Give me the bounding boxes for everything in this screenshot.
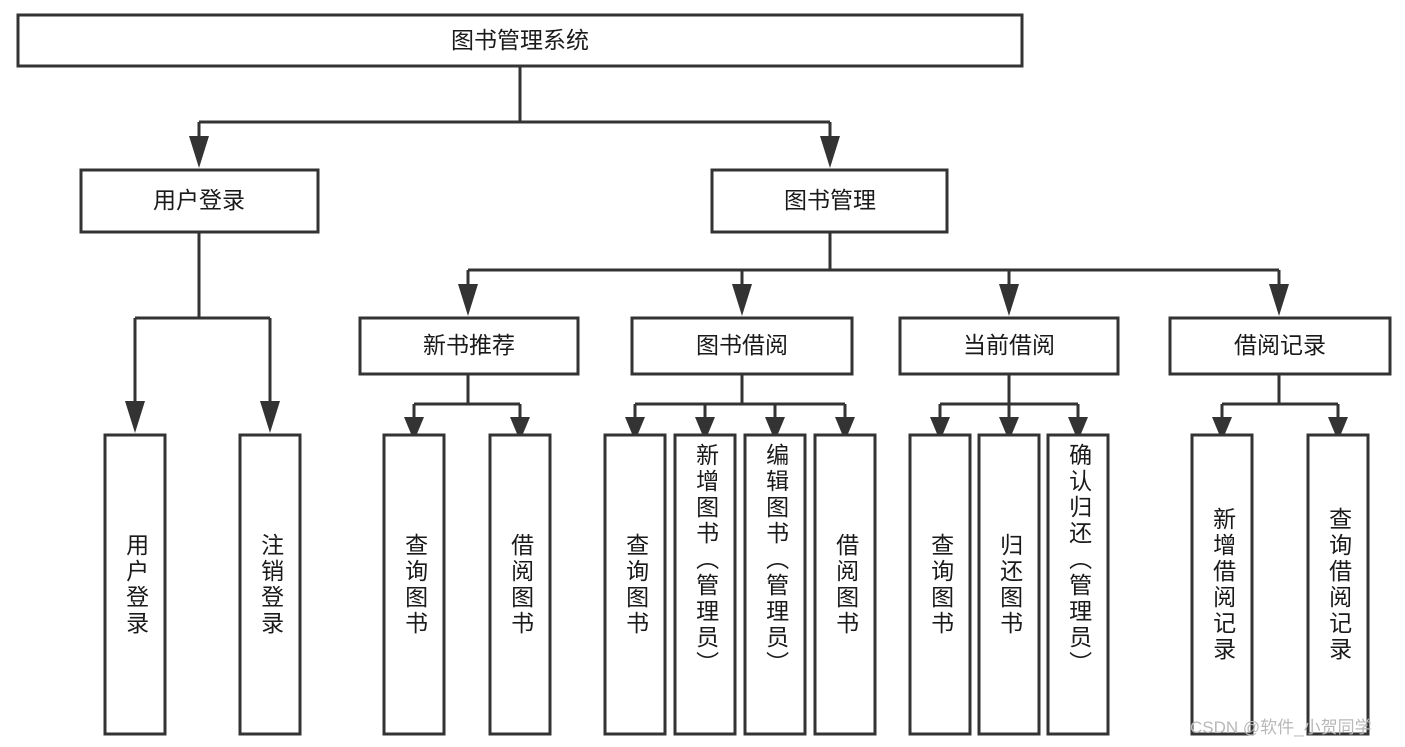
arrow-icon-leaf-user-login	[125, 401, 145, 433]
arrow-icon-add-book	[695, 417, 715, 441]
arrow-icon-borrow-book-2	[835, 417, 855, 441]
arrow-icon-edit-book	[765, 417, 785, 441]
node-box-leaf-add-record[interactable]	[1190, 433, 1254, 736]
label-root: 图书管理系统	[451, 27, 589, 53]
node-box-group	[16, 13, 1392, 736]
arrow-icon-query-book-3	[930, 417, 950, 441]
node-box-leaf-add-book[interactable]	[673, 433, 737, 736]
arrow-icon-query-record	[1328, 417, 1348, 441]
node-box-leaf-query-book-2[interactable]	[603, 433, 667, 736]
label-current-borrow: 当前借阅	[963, 332, 1055, 358]
node-box-root[interactable]	[16, 13, 1024, 68]
node-box-book-borrow[interactable]	[630, 316, 854, 376]
node-box-leaf-logout-login[interactable]	[238, 433, 302, 736]
arrow-icon-return-book	[999, 417, 1019, 441]
node-box-leaf-confirm-return[interactable]	[1046, 433, 1110, 736]
arrow-icon-leaf-logout-login	[260, 401, 280, 433]
watermark: CSDN @软件_小贺同学	[1190, 718, 1372, 737]
node-box-leaf-query-book-3[interactable]	[908, 433, 972, 736]
node-box-leaf-return-book[interactable]	[977, 433, 1041, 736]
node-box-user-login[interactable]	[79, 168, 320, 234]
label-book-manage: 图书管理	[784, 187, 876, 213]
node-box-leaf-borrow-book-2[interactable]	[813, 433, 877, 736]
label-book-borrow: 图书借阅	[696, 332, 788, 358]
node-box-current-borrow[interactable]	[898, 316, 1120, 376]
node-box-leaf-query-record[interactable]	[1306, 433, 1370, 736]
arrow-icon-user-login	[189, 136, 209, 168]
label-borrow-record: 借阅记录	[1234, 332, 1326, 358]
node-box-book-manage[interactable]	[710, 168, 949, 234]
node-box-borrow-record[interactable]	[1168, 316, 1392, 376]
node-box-leaf-borrow-book-1[interactable]	[488, 433, 552, 736]
label-new-book-recommend: 新书推荐	[423, 332, 515, 358]
node-box-leaf-edit-book[interactable]	[743, 433, 807, 736]
arrow-icon-borrow-record	[1269, 284, 1289, 316]
node-box-new-book-recommend[interactable]	[358, 316, 580, 376]
arrow-icon-book-manage	[820, 136, 840, 168]
arrow-icon-borrow-book-1	[510, 417, 530, 441]
arrow-icon-current-borrow	[999, 284, 1019, 316]
arrow-icon-query-book-1	[404, 417, 424, 441]
arrow-icon-add-record	[1212, 417, 1232, 441]
arrow-icon-confirm-return	[1068, 417, 1088, 441]
node-box-leaf-user-login[interactable]	[103, 433, 167, 736]
connector-group	[133, 66, 1340, 419]
arrowhead-group	[125, 136, 1348, 441]
arrow-icon-query-book-2	[625, 417, 645, 441]
horizontal-label-group: 图书管理系统 用户登录 图书管理 新书推荐 图书借阅 当前借阅 借阅记录	[153, 27, 1326, 358]
arrow-icon-book-borrow	[732, 284, 752, 316]
node-box-leaf-query-book-1[interactable]	[382, 433, 446, 736]
arrow-icon-new-book-recommend	[458, 284, 478, 316]
label-user-login: 用户登录	[153, 187, 245, 213]
